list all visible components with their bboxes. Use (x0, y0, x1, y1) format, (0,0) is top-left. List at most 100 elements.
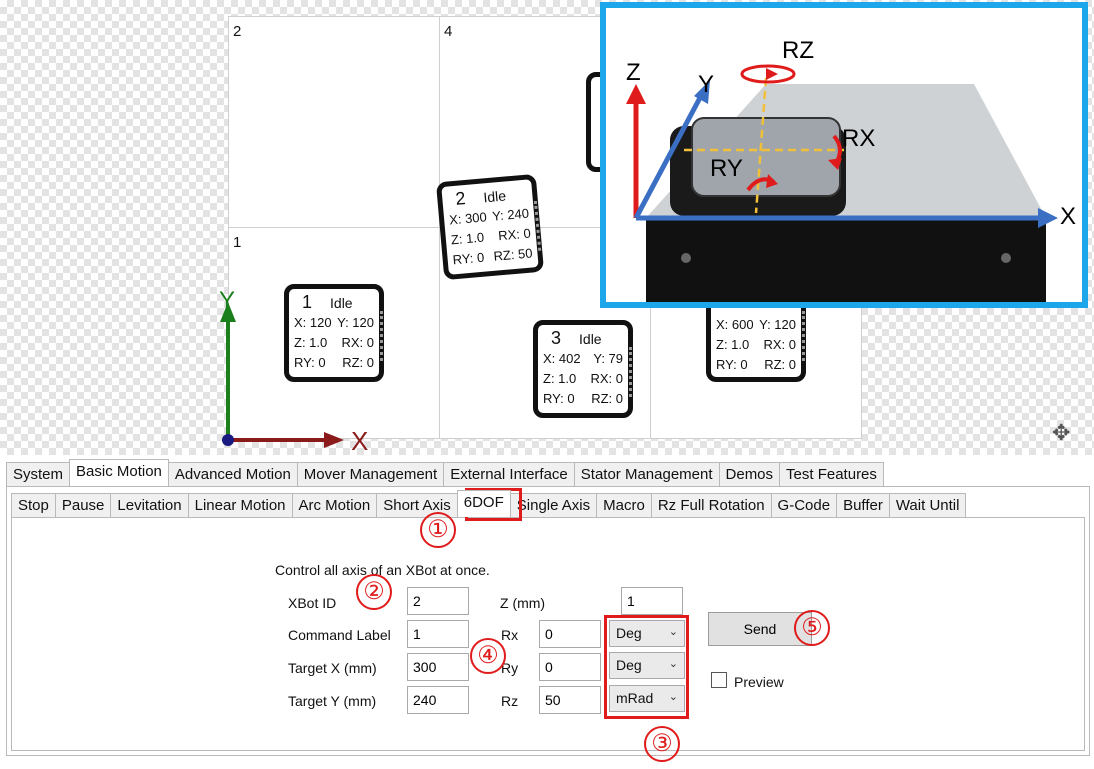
mover-state: Idle (579, 331, 602, 347)
x-label: X (1060, 203, 1076, 230)
y-axis-label: Y (219, 288, 235, 314)
mover-z: Z: 1.0 (294, 335, 328, 350)
mover-ry: RY: 0 (452, 249, 485, 268)
target-x-input[interactable] (407, 653, 469, 681)
y-axis-arrow (694, 80, 710, 104)
z-axis-arrow (626, 84, 646, 104)
mover-rz: RZ: 0 (342, 355, 374, 370)
mover-z: Z: 1.0 (716, 337, 750, 352)
mover-state: Idle (330, 295, 353, 311)
origin-dot (222, 434, 234, 446)
mover-y: Y: 79 (593, 351, 623, 366)
panel-description: Control all axis of an XBot at once. (275, 562, 490, 578)
mover-rz: RZ: 50 (492, 245, 534, 264)
y-label: Y (698, 71, 714, 98)
rx-input[interactable] (539, 620, 601, 648)
ry-unit-value: Deg (616, 657, 642, 673)
stator-id: 2 (233, 23, 242, 40)
mover-rx: RX: 0 (590, 371, 623, 386)
z-mm-label: Z (mm) (500, 595, 546, 611)
z-mm-input[interactable] (621, 587, 683, 615)
tab-g-code[interactable]: G-Code (770, 493, 838, 517)
tab-arc-motion[interactable]: Arc Motion (291, 493, 378, 517)
mover-x: X: 600 (716, 317, 754, 332)
preview-checkbox[interactable] (711, 672, 727, 688)
ry-unit-select[interactable]: Deg ⌄ (609, 652, 685, 679)
mover-y: Y: 120 (759, 317, 796, 332)
mover-z: Z: 1.0 (543, 371, 577, 386)
move-cursor-icon: ✥ (1052, 420, 1071, 445)
tab-6dof[interactable]: 6DOF (456, 490, 511, 517)
tab-pause[interactable]: Pause (54, 493, 112, 517)
resize-handle (629, 347, 632, 397)
x-axis-arrow (324, 432, 344, 448)
tab-basic-motion[interactable]: Basic Motion (69, 459, 169, 486)
callout-2: ② (356, 574, 392, 610)
mover-state: Idle (482, 187, 507, 206)
chevron-down-icon: ⌄ (668, 691, 678, 703)
y-axis-arrow (220, 302, 236, 322)
chevron-down-icon: ⌄ (668, 658, 678, 670)
rz-label: Rz (501, 693, 519, 709)
axis-diagram-inset: Z Y X RZ RX RY (600, 2, 1088, 308)
tab-single-axis[interactable]: Single Axis (509, 493, 598, 517)
xbot-id-input[interactable] (407, 587, 469, 615)
z-label: Z (626, 59, 641, 86)
rz-unit-select[interactable]: mRad ⌄ (609, 685, 685, 712)
mover-x: X: 402 (543, 351, 581, 366)
tab-wait-until[interactable]: Wait Until (888, 493, 967, 517)
tab-rz-full-rotation[interactable]: Rz Full Rotation (650, 493, 772, 517)
mover-number: 3 (551, 328, 562, 348)
rz-input[interactable] (539, 686, 601, 714)
rz-dash (754, 77, 768, 214)
rx-unit-select[interactable]: Deg ⌄ (609, 620, 685, 647)
stator-id: 1 (233, 234, 242, 251)
tab-levitation[interactable]: Levitation (110, 493, 189, 517)
rx-label: RX (842, 125, 875, 152)
rz-label: RZ (782, 37, 814, 64)
tab-test-features[interactable]: Test Features (779, 462, 884, 486)
y-axis-line (633, 92, 705, 220)
tab-buffer[interactable]: Buffer (836, 493, 890, 517)
tab-stop[interactable]: Stop (11, 493, 56, 517)
x-axis-arrow (1038, 208, 1058, 228)
callout-4: ④ (470, 638, 506, 674)
ry-label: Ry (501, 660, 519, 676)
callout-5: ⑤ (794, 610, 830, 646)
chevron-down-icon: ⌄ (668, 626, 678, 638)
xy-axes: Y X (219, 288, 368, 453)
command-label-input[interactable] (407, 620, 469, 648)
tab-advanced-motion[interactable]: Advanced Motion (167, 462, 298, 486)
preview-label: Preview (734, 674, 784, 690)
mover-rz: RZ: 0 (764, 357, 796, 372)
tab-stator-management[interactable]: Stator Management (573, 462, 720, 486)
ry-input[interactable] (539, 653, 601, 681)
xbot-diagram: Z Y X RZ RX RY (626, 37, 1076, 302)
mover-ry: RY: 0 (543, 391, 575, 406)
stator-front-face (646, 218, 1046, 302)
xbot-id-label: XBot ID (288, 595, 337, 611)
callout-3: ③ (644, 726, 680, 762)
tab-system[interactable]: System (6, 462, 71, 486)
sub-tab-bar: Stop Pause Levitation Linear Motion Arc … (11, 490, 967, 517)
stator-id: 4 (444, 23, 453, 40)
mover-rx: RX: 0 (763, 337, 796, 352)
rx-unit-value: Deg (616, 625, 642, 641)
target-x-label: Target X (mm) (288, 660, 377, 676)
screw (681, 253, 691, 263)
mover-ry: RY: 0 (294, 355, 326, 370)
tab-external-interface[interactable]: External Interface (443, 462, 575, 486)
resize-handle (802, 311, 805, 361)
mover-number: 2 (454, 188, 467, 209)
x-axis-label: X (351, 426, 368, 453)
tab-macro[interactable]: Macro (596, 493, 652, 517)
resize-handle (380, 311, 383, 361)
main-tab-bar: System Basic Motion Advanced Motion Move… (6, 459, 884, 486)
target-y-input[interactable] (407, 686, 469, 714)
tab-demos[interactable]: Demos (718, 462, 781, 486)
tab-mover-management[interactable]: Mover Management (296, 462, 445, 486)
tab-linear-motion[interactable]: Linear Motion (187, 493, 293, 517)
